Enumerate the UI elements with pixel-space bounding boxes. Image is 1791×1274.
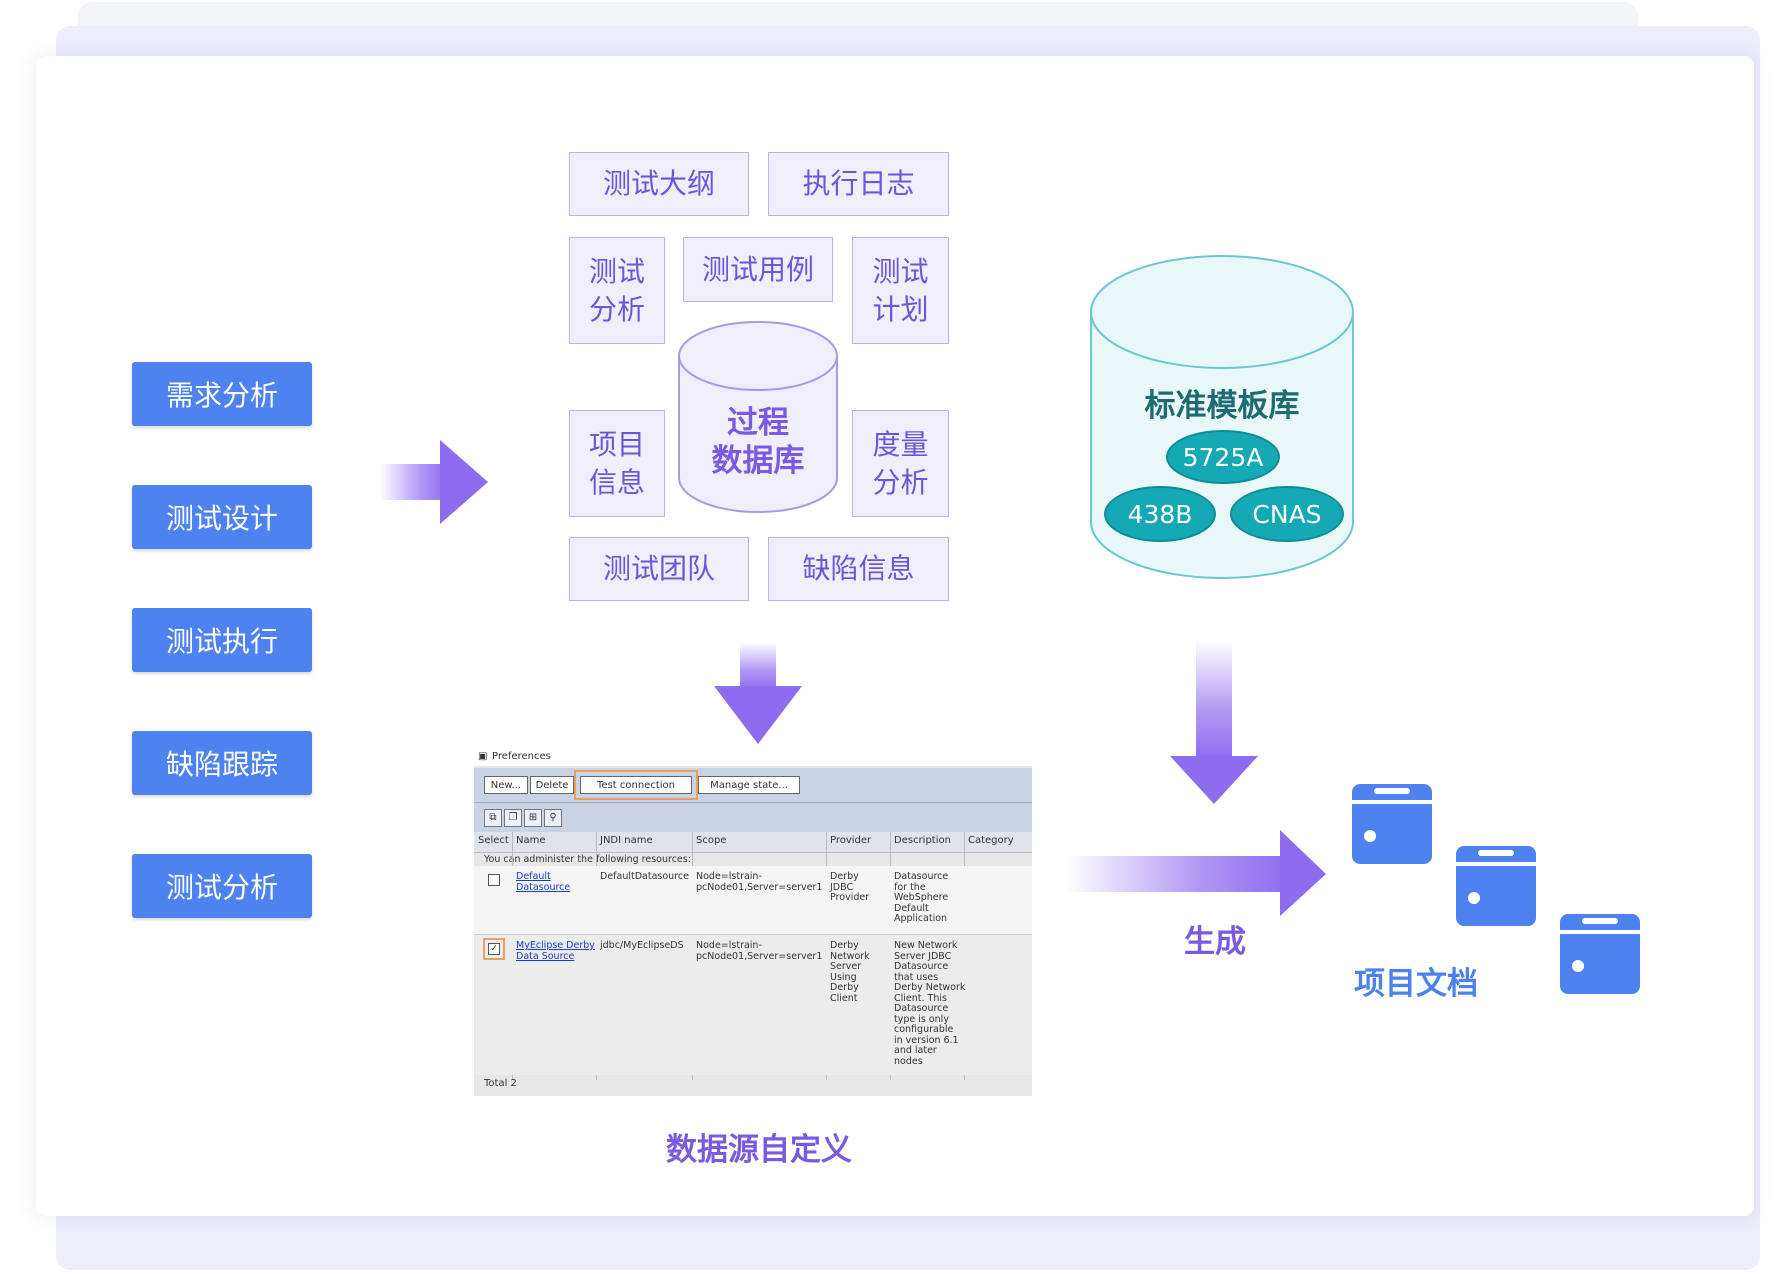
module-test-plan-line2: 计划 — [872, 292, 929, 326]
document-icon — [1560, 914, 1640, 994]
row-name-link[interactable]: MyEclipse Derby Data Source — [516, 940, 595, 962]
module-test-analysis-line1: 测试 — [588, 254, 645, 288]
module-metric-analysis: 度量 分析 — [852, 410, 949, 517]
row-checkbox[interactable] — [488, 874, 500, 886]
table-header: Select Name JNDI name Scope Provider Des… — [474, 832, 1032, 853]
row-provider: Derby JDBC Provider — [830, 871, 870, 903]
phase-test-design[interactable]: 测试设计 — [132, 485, 312, 549]
row-description: New Network Server JDBC Datasource that … — [894, 940, 966, 1067]
filter-icon[interactable]: ⊞ — [524, 809, 542, 827]
module-project-info: 项目 信息 — [569, 410, 665, 517]
deselect-all-icon[interactable]: ❐ — [504, 809, 522, 827]
row-jndi: jdbc/MyEclipseDS — [600, 940, 684, 951]
col-provider[interactable]: Provider — [830, 835, 872, 846]
process-db-label: 过程 数据库 — [676, 404, 840, 480]
module-execution-log: 执行日志 — [768, 152, 949, 216]
delete-button[interactable]: Delete — [530, 776, 574, 794]
standard-cnas: CNAS — [1230, 486, 1344, 542]
phase-defect-tracking[interactable]: 缺陷跟踪 — [132, 731, 312, 795]
col-description[interactable]: Description — [894, 835, 951, 846]
standard-5725a: 5725A — [1166, 430, 1280, 484]
arrow-down-from-template-db — [1170, 640, 1258, 804]
phase-test-analysis[interactable]: 测试分析 — [132, 854, 312, 918]
module-defect-info: 缺陷信息 — [768, 537, 949, 601]
col-name[interactable]: Name — [516, 835, 546, 846]
table-row: ✓ MyEclipse Derby Data Source jdbc/MyEcl… — [474, 934, 1032, 1075]
expand-icon[interactable]: ▣ — [478, 751, 488, 762]
row-scope: Node=lstrain- pcNode01,Server=server1 — [696, 940, 823, 962]
module-test-outline: 测试大纲 — [569, 152, 749, 216]
arrow-right-to-documents — [1066, 830, 1326, 916]
datasource-caption: 数据源自定义 — [666, 1132, 852, 1168]
col-scope[interactable]: Scope — [696, 835, 727, 846]
preferences-bar: ▣ Preferences — [474, 748, 1032, 766]
row-description: Datasource for the WebSphere Default App… — [894, 871, 949, 924]
icon-row: ⧉ ❐ ⊞ ⚲ — [474, 802, 1032, 833]
standard-438b: 438B — [1104, 486, 1216, 542]
row-checkbox-checked[interactable]: ✓ — [483, 938, 505, 960]
module-test-analysis: 测试 分析 — [569, 237, 665, 344]
process-db-label-line2: 数据库 — [711, 443, 805, 479]
project-documents-label: 项目文档 — [1354, 966, 1478, 1002]
phase-test-execution[interactable]: 测试执行 — [132, 608, 312, 672]
module-project-info-line2: 信息 — [588, 465, 645, 499]
arrow-right-to-process-db — [380, 440, 488, 524]
select-all-icon[interactable]: ⧉ — [484, 809, 502, 827]
phase-requirements-analysis[interactable]: 需求分析 — [132, 362, 312, 426]
settings-icon[interactable]: ⚲ — [544, 809, 562, 827]
module-test-plan: 测试 计划 — [852, 237, 949, 344]
arrow-down-to-datasource — [714, 642, 802, 744]
new-button[interactable]: New... — [484, 776, 528, 794]
module-project-info-line1: 项目 — [588, 427, 645, 461]
generate-label: 生成 — [1184, 924, 1246, 960]
document-icon — [1456, 846, 1536, 926]
resources-note: You can administer the following resourc… — [484, 854, 691, 865]
col-select[interactable]: Select — [478, 835, 509, 846]
test-connection-button[interactable]: Test connection — [574, 770, 698, 800]
module-metric-analysis-line1: 度量 — [872, 427, 929, 461]
process-db-label-line1: 过程 — [727, 405, 789, 441]
datasource-screenshot: ▣ Preferences New... Delete Test connect… — [474, 748, 1032, 1096]
row-name-link[interactable]: Default Datasource — [516, 871, 571, 893]
manage-state-button[interactable]: Manage state... — [698, 776, 800, 794]
row-scope: Node=lstrain- pcNode01,Server=server1 — [696, 871, 823, 893]
col-category[interactable]: Category — [968, 835, 1014, 846]
table-row: Default Datasource DefaultDatasource Nod… — [474, 866, 1032, 934]
module-test-team: 测试团队 — [569, 537, 749, 601]
preferences-title: Preferences — [492, 751, 551, 762]
module-test-plan-line1: 测试 — [872, 254, 929, 288]
toolbar: New... Delete Test connection Manage sta… — [474, 768, 1032, 802]
process-db-cylinder-icon — [678, 321, 838, 513]
document-icon — [1352, 784, 1432, 864]
row-provider: Derby Network Server Using Derby Client — [830, 940, 870, 1004]
col-jndi-name[interactable]: JNDI name — [600, 835, 653, 846]
module-test-cases: 测试用例 — [683, 237, 833, 302]
module-test-analysis-line2: 分析 — [588, 292, 645, 326]
module-metric-analysis-line2: 分析 — [872, 465, 929, 499]
template-db-title: 标准模板库 — [1144, 388, 1300, 424]
total-count: Total 2 — [484, 1078, 517, 1089]
row-jndi: DefaultDatasource — [600, 871, 689, 882]
